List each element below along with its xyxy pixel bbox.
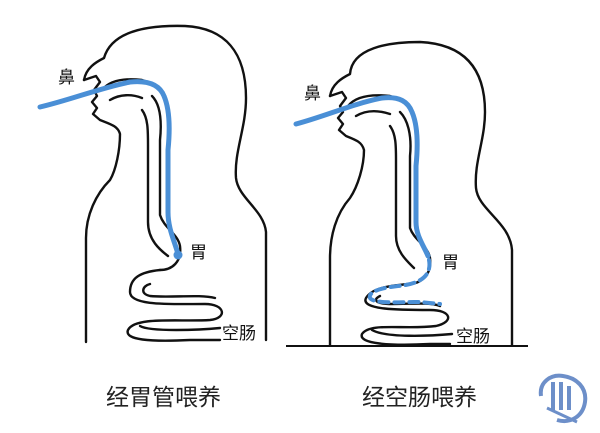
left-label-nose: 鼻: [58, 68, 75, 88]
right-caption: 经空肠喂养: [362, 385, 477, 411]
right-label-jejunum: 空肠: [456, 327, 490, 347]
right-intestine-outer: [360, 282, 452, 346]
right-nasojejunal-tube: [293, 95, 431, 259]
hospital-logo-icon: [538, 373, 588, 424]
right-label-stomach: 胃: [442, 253, 459, 273]
left-caption: 经胃管喂养: [106, 385, 221, 411]
left-esophagus-inner: [140, 108, 170, 258]
left-panel: 鼻 胃 空肠: [37, 24, 268, 344]
right-back-outline: [328, 90, 366, 347]
right-panel: 鼻 胃 空肠: [293, 40, 514, 347]
left-back-outline: [82, 74, 122, 344]
left-body-outline: [82, 24, 268, 342]
left-label-jejunum: 空肠: [222, 324, 256, 344]
left-intestine-outer: [126, 268, 223, 342]
left-nasogastric-tube: [37, 79, 181, 257]
left-tube-tip: [173, 250, 183, 260]
left-label-stomach: 胃: [190, 243, 207, 263]
right-label-nose: 鼻: [304, 84, 321, 104]
right-body-outline: [328, 40, 514, 347]
right-tube-dashed-segment: [367, 258, 442, 306]
right-esophagus-inner: [388, 124, 416, 270]
left-intestine-inner: [138, 282, 222, 332]
